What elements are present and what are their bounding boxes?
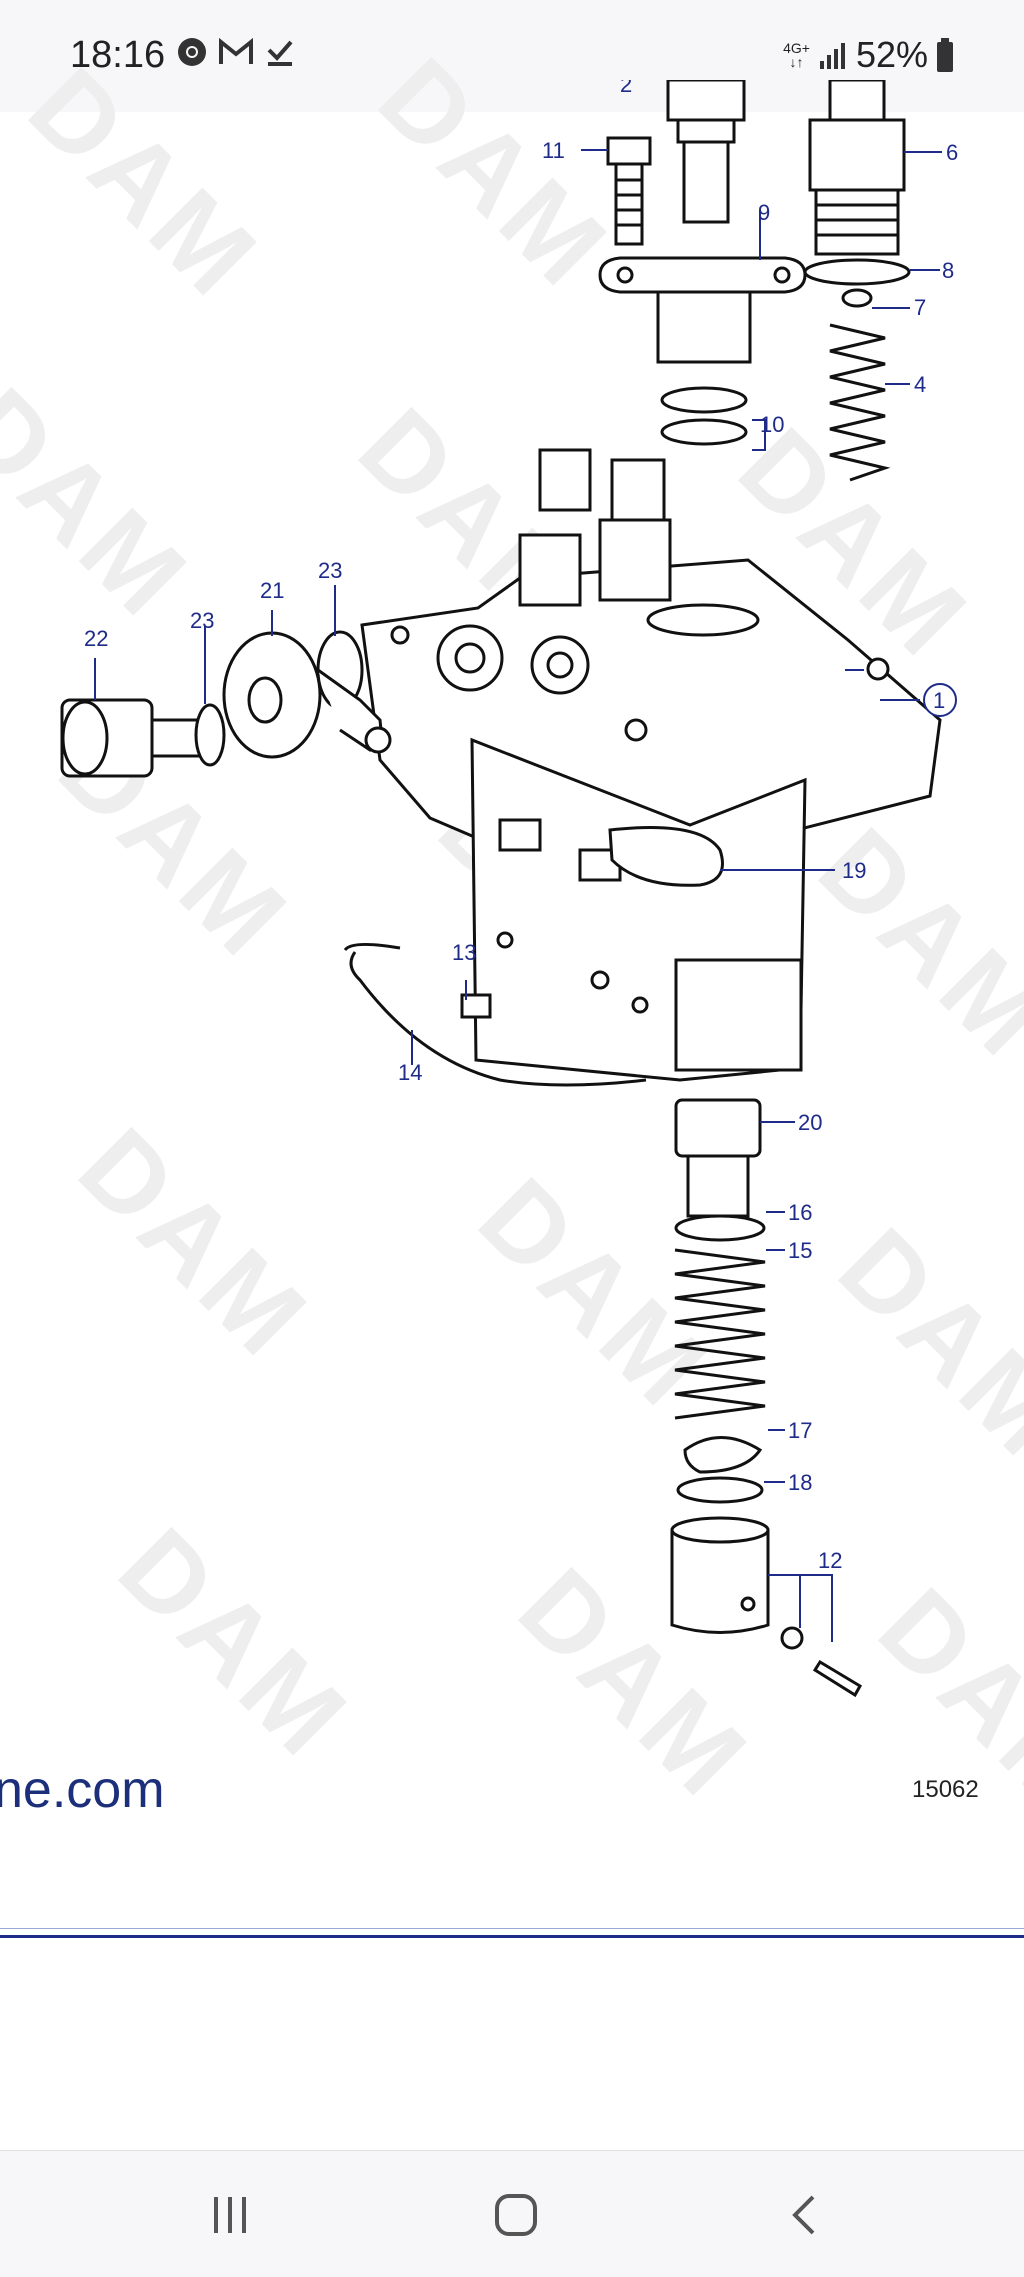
battery-icon [937,38,953,72]
part-label: 17 [788,1418,812,1443]
recents-button[interactable] [200,2185,260,2245]
site-url-fragment[interactable]: ne.com [0,1761,165,1819]
figure-number: 15062 [912,1776,979,1803]
part-label: 9 [758,200,770,225]
pump-drawing: 2 11 6 9 8 7 4 10 21 23 23 22 1 19 13 14… [60,80,958,1698]
part-label: 15 [788,1238,812,1263]
part-label: 21 [260,578,284,603]
chrome-icon [178,38,206,66]
status-time: 18:16 [70,34,166,76]
part-label: 16 [788,1200,812,1225]
home-icon [495,2194,537,2236]
battery-level: 52% [855,34,928,75]
part-label: 19 [842,858,866,883]
part-label: 22 [84,626,108,651]
back-button[interactable] [774,2185,834,2245]
divider-line [0,1935,1024,1938]
part-label: 11 [542,138,565,163]
part-label: 20 [798,1110,822,1135]
exploded-parts-diagram: DAM DAM DAM DAM DAM DAM DAM DAM DAM DAM … [0,35,1024,1920]
status-right: 4G+↓↑ 52% [783,34,954,76]
status-bar: 18:16 4G+↓↑ 52% [0,0,1024,112]
network-type: 4G+↓↑ [783,40,810,70]
gmail-icon [219,37,253,64]
part-label: 7 [914,295,926,320]
signal-icon [819,43,845,69]
part-label: 12 [818,1548,842,1573]
part-label: 18 [788,1470,812,1495]
part-label: 13 [452,940,476,965]
callout-circle [923,683,957,717]
download-done-icon [267,40,293,66]
part-label: 4 [914,372,926,397]
notification-icons [176,36,296,68]
part-label: 6 [946,140,958,165]
back-icon [792,2195,815,2235]
part-label: 8 [942,258,954,283]
part-label: 23 [318,558,342,583]
part-label: 14 [398,1060,422,1085]
part-label: 2 [620,80,632,97]
divider-light [0,1928,1024,1929]
part-label: 23 [190,608,214,633]
home-button[interactable] [486,2185,546,2245]
recents-icon [214,2197,246,2233]
navigation-bar [0,2150,1024,2277]
part-label: 1 [933,688,945,713]
part-label: 10 [760,412,784,437]
